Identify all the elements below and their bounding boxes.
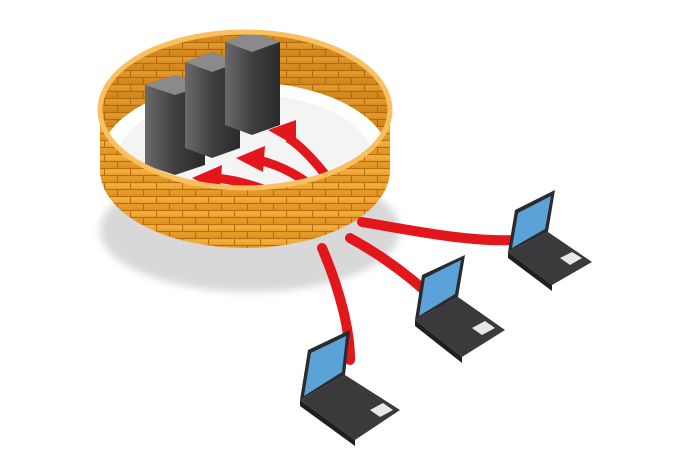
server-icon (225, 32, 280, 135)
laptop-icon (415, 255, 505, 363)
laptop-icon (508, 190, 592, 291)
servers (145, 32, 280, 175)
brick-wall-front (97, 29, 393, 248)
laptop-icon (300, 330, 400, 446)
